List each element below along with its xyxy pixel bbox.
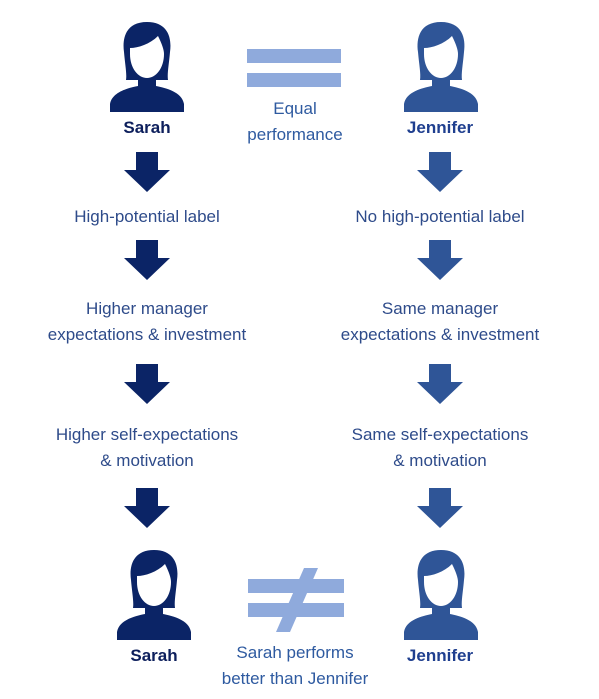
- right-step-2: Same manager expectations & investment: [295, 296, 585, 348]
- left-step-2-line-1: Higher manager: [86, 299, 208, 318]
- arrow-down-icon-right-2: [417, 240, 463, 280]
- left-step-2: Higher manager expectations & investment: [2, 296, 292, 348]
- right-step-3: Same self-expectations & motivation: [295, 422, 585, 474]
- arrow-down-icon-left-4: [124, 488, 170, 528]
- right-step-3-line-1: Same self-expectations: [351, 425, 529, 444]
- left-step-2-line-2: expectations & investment: [47, 325, 247, 344]
- left-step-3-line-1: Higher self-expectations: [55, 425, 239, 444]
- arrow-down-icon-left-3: [124, 364, 170, 404]
- person-icon-sarah-bottom: [117, 550, 191, 640]
- right-step-1-line-1: No high-potential label: [355, 207, 525, 226]
- arrow-down-icon-left-1: [124, 152, 170, 192]
- top-middle-text: Equal performance: [215, 96, 375, 148]
- not-equal-icon: [248, 568, 344, 632]
- right-step-2-line-2: expectations & investment: [340, 325, 540, 344]
- person-icon-jennifer-bottom: [404, 550, 478, 640]
- top-left-name: Sarah: [123, 118, 171, 137]
- bottom-middle-line-2: better than Jennifer: [221, 669, 369, 688]
- arrow-down-icon-right-1: [417, 152, 463, 192]
- person-icon-jennifer-top: [404, 22, 478, 112]
- equals-icon: [247, 49, 341, 87]
- arrow-down-icon-right-4: [417, 488, 463, 528]
- bottom-middle-line-1: Sarah performs: [236, 643, 354, 662]
- arrow-down-icon-right-3: [417, 364, 463, 404]
- right-step-3-line-2: & motivation: [393, 451, 487, 470]
- bottom-right-name: Jennifer: [406, 646, 474, 665]
- right-step-1: No high-potential label: [295, 204, 585, 230]
- left-step-3: Higher self-expectations & motivation: [2, 422, 292, 474]
- top-middle-line-1: Equal: [273, 99, 317, 118]
- bottom-left-name: Sarah: [130, 646, 178, 665]
- arrow-down-icon-left-2: [124, 240, 170, 280]
- left-step-3-line-2: & motivation: [100, 451, 194, 470]
- top-middle-line-2: performance: [247, 125, 343, 144]
- top-right-name: Jennifer: [406, 118, 474, 137]
- left-step-1: High-potential label: [2, 204, 292, 230]
- person-icon-sarah-top: [110, 22, 184, 112]
- left-step-1-line-1: High-potential label: [74, 207, 220, 226]
- right-step-2-line-1: Same manager: [381, 299, 499, 318]
- bottom-middle-text: Sarah performs better than Jennifer: [195, 640, 395, 692]
